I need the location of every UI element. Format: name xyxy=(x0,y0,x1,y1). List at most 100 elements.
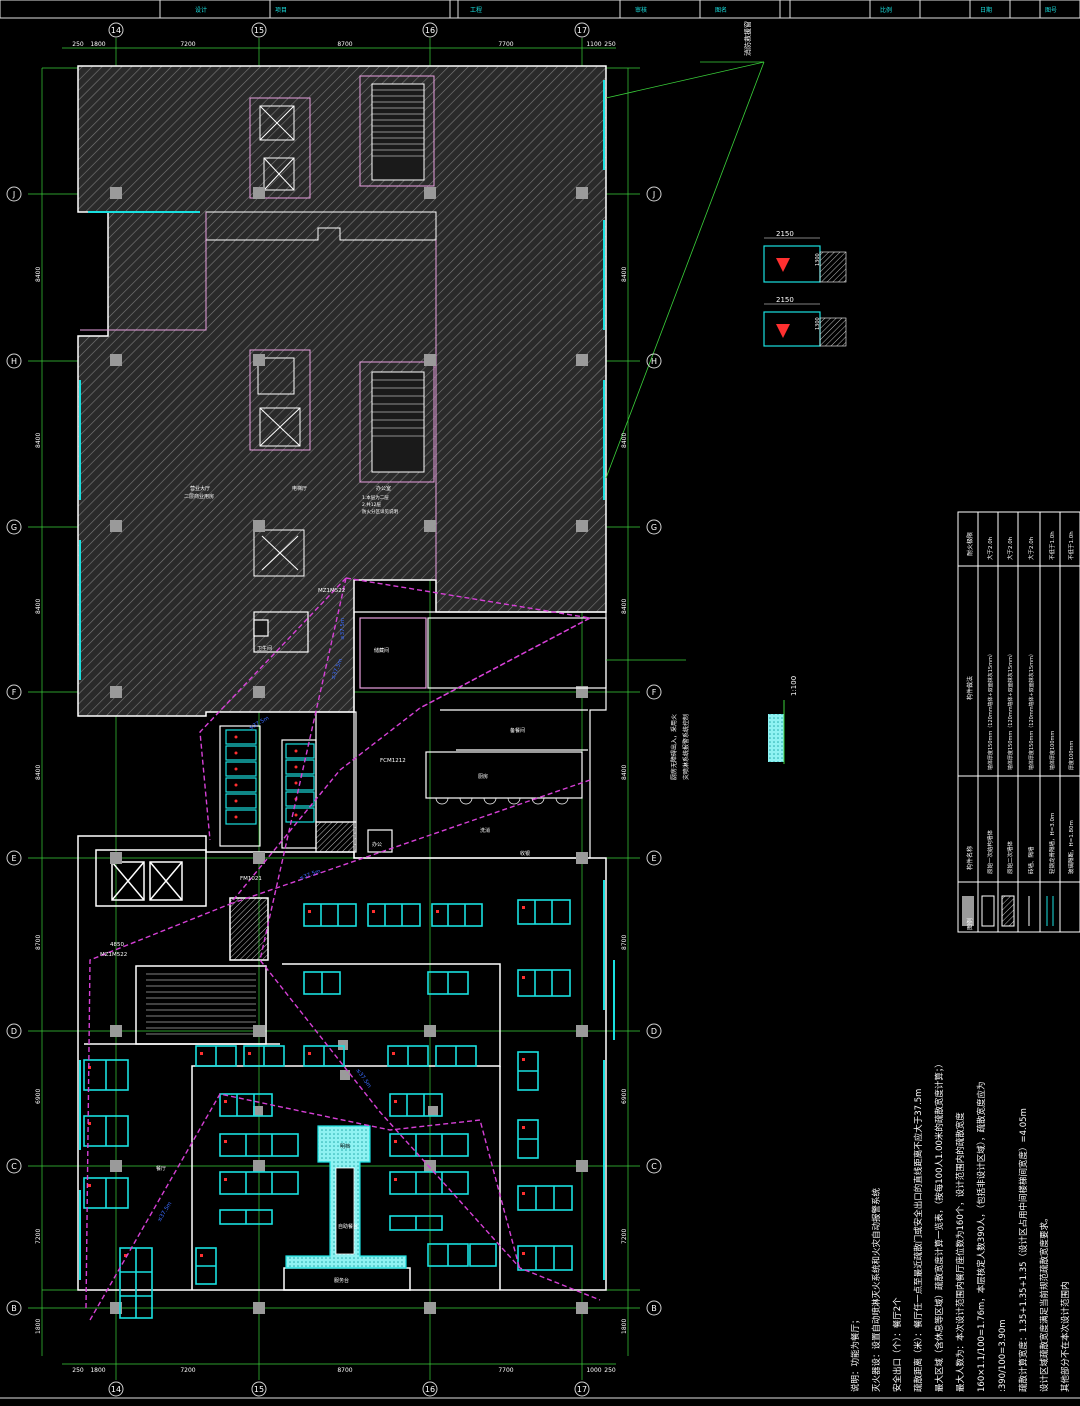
evacuation-paths xyxy=(85,577,601,1321)
row-axis-bubbles: J H G F E D C B J H G F E D C B xyxy=(6,186,662,1316)
room-label: 洗消 xyxy=(480,827,490,834)
axis-label: G xyxy=(651,523,657,532)
axis-label: B xyxy=(11,1304,17,1313)
legend-row-name: 原始二次墙体 xyxy=(1006,840,1014,874)
left-dimensions: 8400 8400 8400 8400 8700 6900 7200 1800 xyxy=(35,267,42,1334)
room-label: 营业大厅 xyxy=(190,485,210,492)
legend-table: 图例 构件名称 构件做法 耐火极限 原始一次结构墙体 墙体厚度150mm（120… xyxy=(957,511,1080,933)
top-dimensions: 250 1800 7200 8700 7700 1100 250 xyxy=(72,41,616,48)
dimension-label: 4850 xyxy=(110,942,124,948)
title-block-label: 比例 xyxy=(880,6,892,14)
fire-area-note: 厨房无障碍出入，采用火 xyxy=(670,714,678,780)
axis-label: C xyxy=(651,1162,657,1171)
dimension-label: 1800 xyxy=(90,41,105,48)
title-block-label: 日期 xyxy=(980,6,992,14)
dimension-label: 8700 xyxy=(337,1367,352,1374)
room-label: 储藏间 xyxy=(374,647,389,654)
dimension-label: 7700 xyxy=(498,41,513,48)
legend-row-limit: 大于2.0h xyxy=(1027,536,1035,560)
dimension-label: 1100 xyxy=(586,41,601,48)
dimension-label: 8400 xyxy=(35,765,42,780)
axis-label: G xyxy=(11,523,17,532)
note-line: 说明：功能为餐厅； xyxy=(850,1315,861,1392)
distance-label: ≤37.5m xyxy=(299,869,322,882)
title-block-label: 设计 xyxy=(195,6,207,14)
legend-row-limit: 不低于1.0h xyxy=(1067,531,1075,560)
toilet-stalls xyxy=(225,729,315,825)
legend-row-method: 墙体厚度150mm（120mm墙体+双面抹灰15mm） xyxy=(1007,651,1014,770)
room-label: 卫生间 xyxy=(257,645,272,652)
window-height-label: 1300 xyxy=(815,253,821,266)
legend-row-name: 原始一次结构墙体 xyxy=(986,829,994,874)
note-line: 安全出口（个）：餐厅2个 xyxy=(892,1297,903,1392)
legend-row-method: 墙体厚度150mm（120mm墙体+双面抹灰15mm） xyxy=(987,651,994,770)
dimension-label: 250 xyxy=(604,1367,616,1374)
room-label: 明档 xyxy=(340,1143,350,1150)
note-line: 160×1.1/100=1.76m，本层核定人数390人，（包括非设计区域），疏… xyxy=(976,1081,987,1392)
lower-columns xyxy=(110,852,588,1314)
legend-row-method: 墙体厚度100mm xyxy=(1049,731,1056,770)
door-label: MZ1M522 xyxy=(100,952,127,958)
legend-header: 构件做法 xyxy=(966,676,974,700)
legend-row-name: 砖墙、隔墙 xyxy=(1027,846,1035,874)
note-line: 其他部分不在本次设计范围内 xyxy=(1060,1281,1071,1392)
axis-label: 14 xyxy=(111,26,121,35)
room-note: 1.本层为二层 xyxy=(362,494,389,501)
column-axis-bubbles: 14 15 16 17 14 15 16 17 xyxy=(108,22,590,1397)
legend-header: 图例 xyxy=(966,918,974,930)
axis-label: 16 xyxy=(425,26,435,35)
note-line: 最大区域（含休息等区域）疏散宽度计算一览表，（按每100人1.00米的疏散宽度计… xyxy=(934,1059,945,1392)
note-line: 最大人数为：本次设计范围内餐厅座位数为160个，设计范围内的疏散宽度 xyxy=(955,1112,966,1392)
note-line: 疏散距离（米）：餐厅任一点至最近疏散门或安全出口的直线距离不应大于37.5m xyxy=(913,1089,924,1392)
note-line: 灭火器设：设置自动喷淋灭火系统和火灾自动报警系统 xyxy=(871,1187,882,1392)
title-block-label: 工程 xyxy=(470,6,482,14)
dimension-label: 8400 xyxy=(621,765,628,780)
room-label: 收银 xyxy=(520,850,530,857)
room-label: 办公 xyxy=(372,841,382,848)
axis-label: F xyxy=(652,688,657,697)
distance-label: ≤37.5m xyxy=(340,618,346,640)
title-block: 设计 项目 工程 审核 图名 比例 日期 图号 xyxy=(0,0,1080,19)
dining-tables xyxy=(83,899,573,1319)
axis-label: 16 xyxy=(425,1385,435,1394)
upper-hatched-area: 营业大厅 二层商业用房 电梯厅 办公室 1.本层为二层 2.共12层 防火分区详… xyxy=(77,65,607,717)
fire-window-leaders xyxy=(605,61,765,661)
axis-label: D xyxy=(11,1027,17,1036)
door-label: FM1021 xyxy=(240,876,262,882)
legend-row-name: 轻钢龙骨隔墙，H=3.0m xyxy=(1048,813,1056,874)
title-block-label: 图号 xyxy=(1045,7,1057,14)
axis-label: D xyxy=(651,1027,657,1036)
dimension-label: 7200 xyxy=(35,1229,42,1244)
door-label: MZ1M522 xyxy=(318,588,345,594)
dimension-label: 250 xyxy=(604,41,616,48)
axis-label: E xyxy=(11,854,16,863)
axis-label: H xyxy=(651,357,657,366)
note-line: 疏散计算宽度：1.35+1.35+1.35（设计区占用中间楼梯间宽度）=4.05… xyxy=(1018,1108,1029,1392)
axis-label: 15 xyxy=(254,1385,264,1394)
axis-label: B xyxy=(651,1304,657,1313)
dimension-label: 7200 xyxy=(180,1367,195,1374)
legend-row-limit: 大于2.0h xyxy=(1006,536,1014,560)
scale-label: 1:100 xyxy=(790,676,798,696)
window-height-label: 1300 xyxy=(815,317,821,330)
room-label: 办公室 xyxy=(376,485,391,492)
title-block-label: 审核 xyxy=(635,6,647,14)
axis-label: 15 xyxy=(254,26,264,35)
dimension-label: 8400 xyxy=(621,433,628,448)
room-note: 防火分区详见说明 xyxy=(362,508,398,515)
note-line: 设计区域疏散宽度满足当前规范疏散宽度要求。 xyxy=(1039,1213,1050,1392)
room-label: 电梯厅 xyxy=(292,485,307,492)
buffet-counter: 明档 自助餐台 服务台 餐厅 xyxy=(156,1125,407,1284)
dimension-label: 8400 xyxy=(35,433,42,448)
bottom-dimensions: 250 1800 7200 8700 7700 1000 250 xyxy=(72,1367,616,1374)
table-marks xyxy=(88,906,525,1257)
legend-header: 耐火极限 xyxy=(966,532,974,556)
right-dimensions: 8400 8400 8400 8400 8700 6900 7200 1800 xyxy=(621,267,628,1334)
axis-label: 14 xyxy=(111,1385,121,1394)
notes: 说明：功能为餐厅； 灭火器设：设置自动喷淋灭火系统和火灾自动报警系统 安全出口（… xyxy=(850,1059,1071,1392)
kitchen-area xyxy=(219,611,607,859)
fire-window-label: 消防救援窗 xyxy=(743,21,752,56)
dimension-label: 6900 xyxy=(621,1089,628,1104)
legend-row-limit: 大于2.0h xyxy=(986,536,994,560)
title-block-label: 图名 xyxy=(715,6,727,14)
